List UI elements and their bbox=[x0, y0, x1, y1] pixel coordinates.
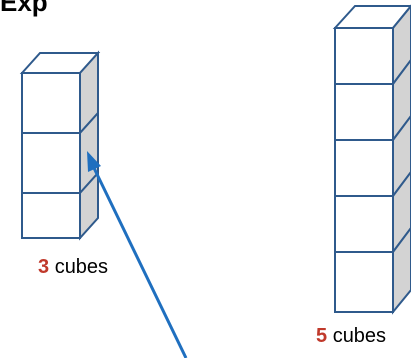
arrow-icon bbox=[87, 151, 188, 358]
count-number: 3 bbox=[38, 256, 50, 278]
cube-front-face bbox=[334, 83, 394, 141]
cube-front-face bbox=[334, 195, 394, 253]
arrow-shaft bbox=[92, 167, 188, 358]
unit-label: cubes bbox=[54, 256, 109, 278]
cube-front-face bbox=[21, 72, 81, 134]
cube bbox=[334, 58, 411, 143]
cube bbox=[19, 50, 101, 136]
three-cube-stack bbox=[19, 50, 101, 241]
cube bbox=[332, 4, 411, 87]
count-number: 5 bbox=[316, 325, 328, 347]
cube bbox=[334, 226, 411, 315]
cube-front-face bbox=[21, 132, 81, 194]
cube-front-face bbox=[334, 139, 394, 197]
five-cube-caption: 5 cubes bbox=[316, 325, 386, 348]
unit-label: cubes bbox=[332, 325, 387, 347]
cube-front-face bbox=[334, 251, 394, 313]
cube bbox=[334, 170, 411, 255]
three-cube-caption: 3 cubes bbox=[38, 256, 108, 279]
cube-front-face bbox=[21, 192, 81, 239]
cube bbox=[21, 170, 99, 241]
arrow-head bbox=[87, 151, 101, 172]
cube-front-face bbox=[334, 27, 394, 85]
partial-title: Exp bbox=[0, 0, 48, 17]
five-cube-stack bbox=[332, 4, 411, 315]
